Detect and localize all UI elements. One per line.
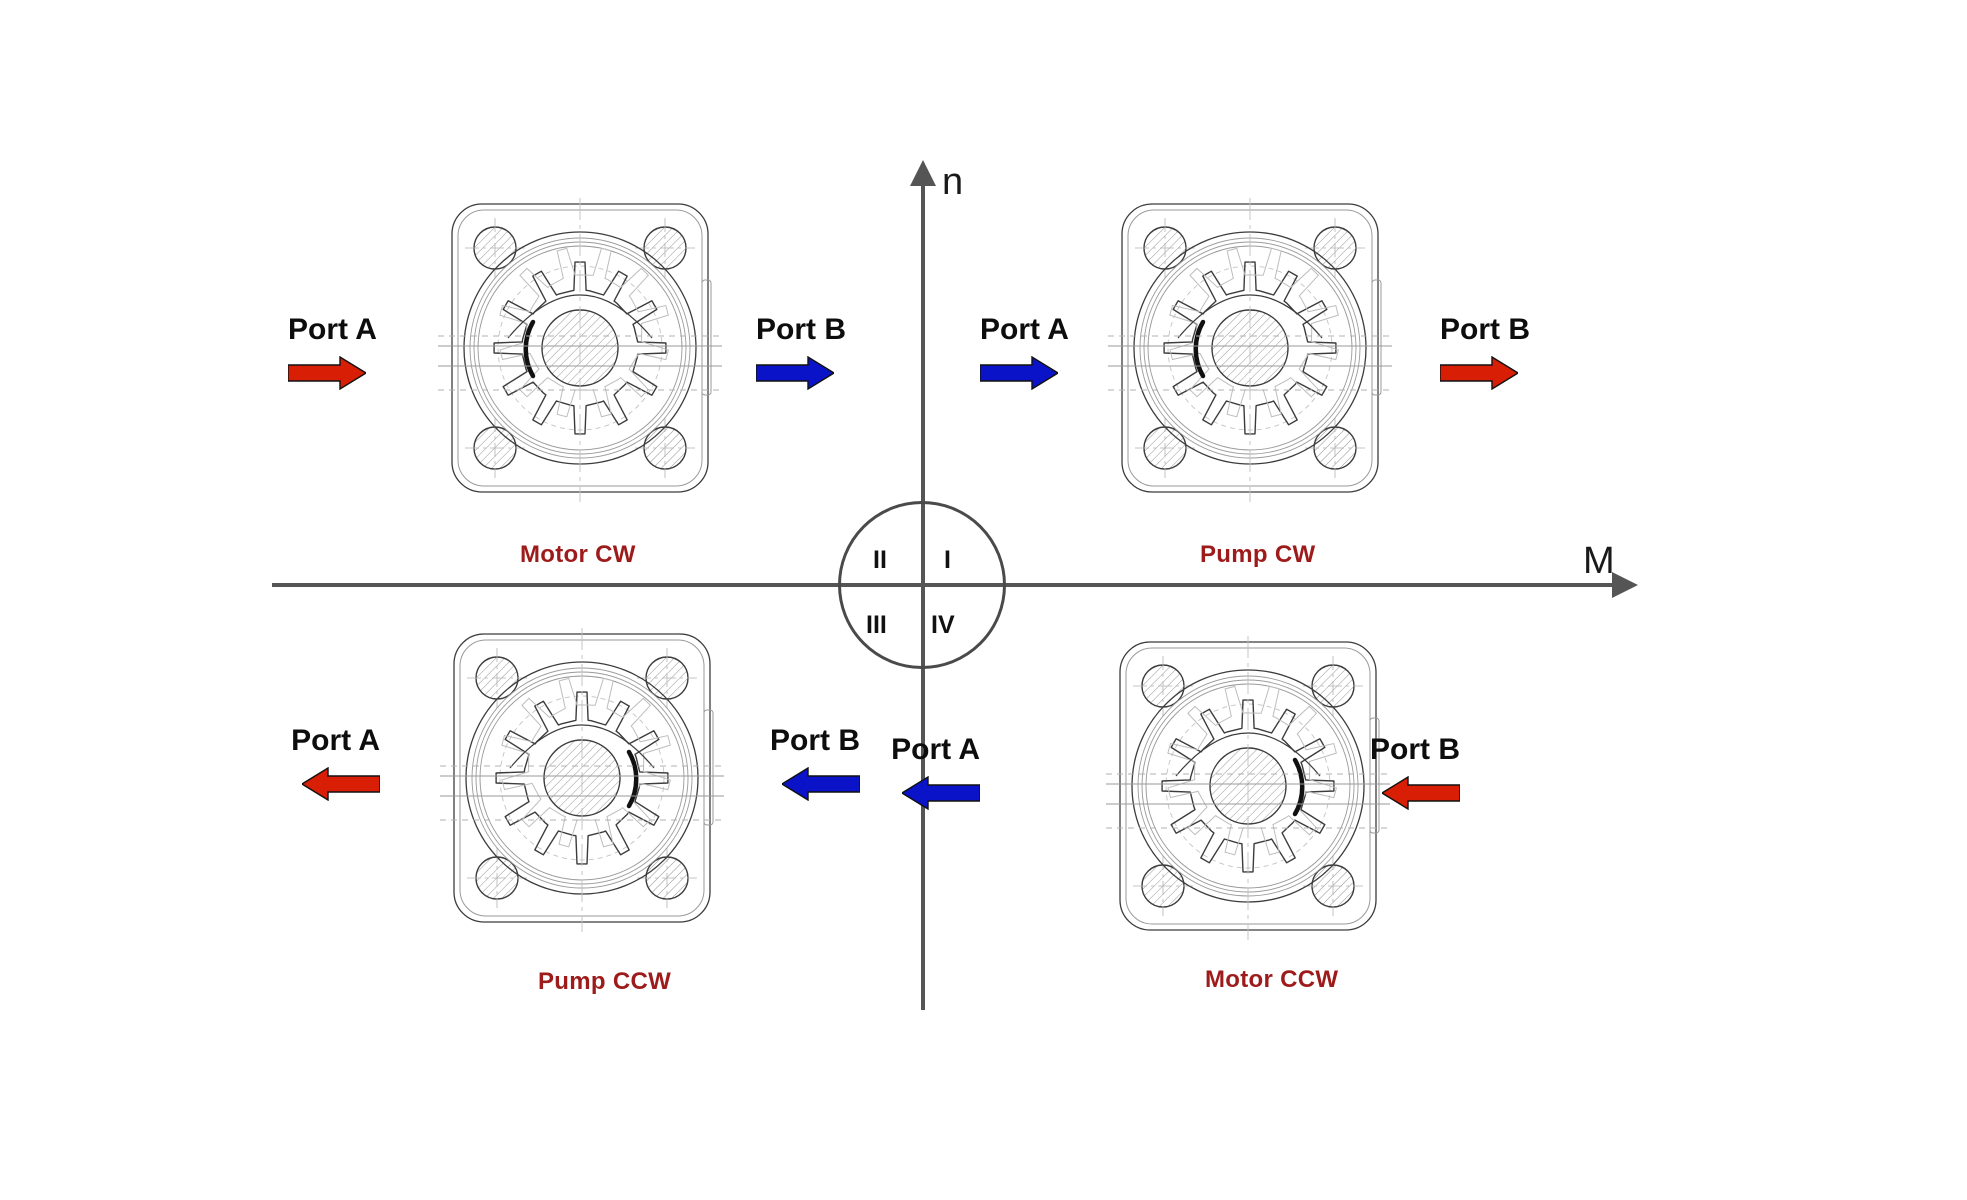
caption-quadrant-4: Motor CCW xyxy=(1205,966,1339,993)
port-a-arrow-quadrant-2-icon xyxy=(288,356,377,390)
port-a-label-quadrant-1: Port A xyxy=(980,313,1069,346)
port-b-label-quadrant-2: Port B xyxy=(756,313,846,346)
quadrant-number-4: IV xyxy=(931,611,955,639)
port-b-arrow-quadrant-1-icon xyxy=(1440,356,1530,390)
port-b-label-quadrant-3: Port B xyxy=(770,724,860,757)
vertical-axis-arrow-icon xyxy=(910,160,936,186)
pump-drawing-quadrant-3 xyxy=(432,620,732,940)
vertical-axis-label: n xyxy=(942,161,964,203)
port-group-quadrant-1-b: Port B xyxy=(1440,315,1530,390)
port-group-quadrant-3-a: Port A xyxy=(220,726,380,801)
port-group-quadrant-1-a: Port A xyxy=(980,315,1069,390)
quadrant-number-1: I xyxy=(944,546,951,574)
port-a-label-quadrant-4: Port A xyxy=(891,733,980,766)
port-group-quadrant-2-b: Port B xyxy=(756,315,846,390)
port-a-arrow-quadrant-4-icon xyxy=(820,776,980,810)
horizontal-axis-arrow-icon xyxy=(1612,572,1638,598)
port-group-quadrant-4-b: Port B xyxy=(1300,735,1460,810)
pump-drawing-quadrant-1 xyxy=(1100,190,1400,510)
pump-drawing-quadrant-4 xyxy=(1098,628,1398,948)
port-a-label-quadrant-3: Port A xyxy=(291,724,380,757)
quadrant-marker-circle xyxy=(838,501,1006,669)
port-a-arrow-quadrant-1-icon xyxy=(980,356,1069,390)
quadrant-number-2: II xyxy=(873,546,887,574)
port-b-arrow-quadrant-4-icon xyxy=(1300,776,1460,810)
caption-quadrant-3: Pump CCW xyxy=(538,968,672,995)
pump-drawing-quadrant-2 xyxy=(430,190,730,510)
port-b-arrow-quadrant-3-icon xyxy=(700,767,860,801)
caption-quadrant-2: Motor CW xyxy=(520,541,636,568)
port-b-arrow-quadrant-2-icon xyxy=(756,356,846,390)
port-group-quadrant-2-a: Port A xyxy=(288,315,377,390)
port-group-quadrant-3-b: Port B xyxy=(700,726,860,801)
port-a-label-quadrant-2: Port A xyxy=(288,313,377,346)
port-a-arrow-quadrant-3-icon xyxy=(220,767,380,801)
horizontal-axis-label: M xyxy=(1583,540,1615,582)
port-b-label-quadrant-1: Port B xyxy=(1440,313,1530,346)
quadrant-number-3: III xyxy=(866,611,887,639)
port-b-label-quadrant-4: Port B xyxy=(1370,733,1460,766)
caption-quadrant-1: Pump CW xyxy=(1200,541,1316,568)
port-group-quadrant-4-a: Port A xyxy=(820,735,980,810)
